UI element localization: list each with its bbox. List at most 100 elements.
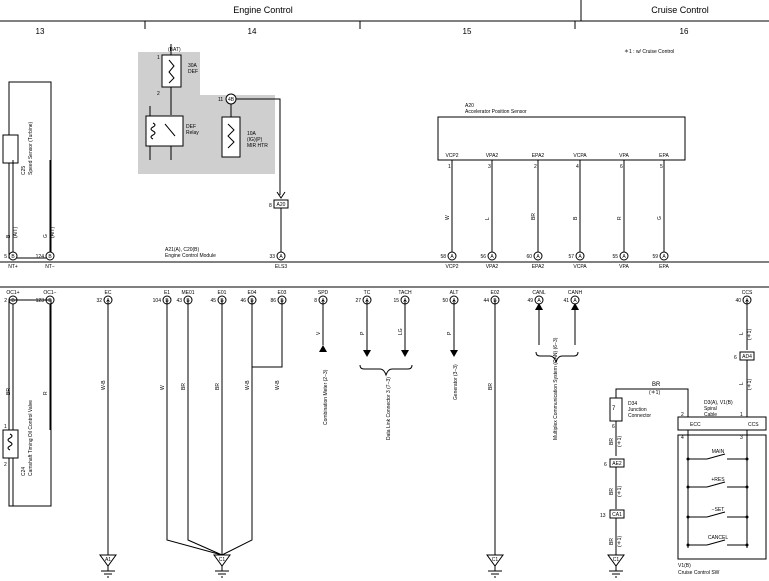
ecm-top-pin-number: 55 <box>612 254 618 260</box>
switch-node <box>745 457 749 461</box>
accelerator-position-sensor <box>437 116 686 161</box>
spiral-pin-a2: 2 <box>681 412 684 418</box>
ca1-pin: 13 <box>600 513 606 519</box>
cruise-br-label: BR <box>652 382 661 388</box>
spiral-pin-b3: 3 <box>740 435 743 441</box>
ref-data-link-connector[interactable]: Data Link Connector 3 (7−3) <box>386 377 392 440</box>
ccs-wire-mark: (＊1) <box>747 329 753 340</box>
ecm-codes: A21(A), C20(B) <box>165 247 200 253</box>
nt-wire-color: B <box>6 234 12 238</box>
fuse-power-source: (BAT) <box>168 47 181 53</box>
ae2-pin: 6 <box>604 462 607 468</box>
spiral-pin-a1: 1 <box>740 412 743 418</box>
ca1-label: CA1 <box>612 512 622 518</box>
column-number-13: 13 <box>36 27 45 36</box>
aps-wire-color: BR <box>531 213 537 220</box>
ref-combination-meter[interactable]: Combination Meter (2−3) <box>323 369 329 425</box>
column-ticks <box>144 0 582 29</box>
switch-node <box>686 485 690 489</box>
ae2-connector <box>609 458 625 468</box>
ecm-bottom-pin-name: CANH <box>568 290 583 296</box>
nt-wire-sub: (A/T) <box>50 227 56 238</box>
mir-fuse-name1: (IG)(P) <box>247 137 263 143</box>
ca1-wire-color: BR <box>609 538 615 545</box>
aps-wire-color: B <box>573 216 579 220</box>
ecm-bottom-pin-name: E02 <box>491 290 500 296</box>
ecm-bottom-wire-color: R <box>43 391 49 395</box>
switch-label: +RES <box>711 477 725 483</box>
ecm-bottom-wire-color: W <box>160 385 166 390</box>
ecm-bottom-pin-number: 86 <box>270 298 276 304</box>
ground-junction-icon <box>213 554 231 567</box>
aps-pin-number: 4 <box>576 164 579 170</box>
ecm-top-pin-name: EPA <box>659 264 669 270</box>
ecm-bottom-wire-color: W-B <box>101 380 107 390</box>
ecm-top-pin-name: VCPA <box>573 264 587 270</box>
d34-wire-mark: (＊1) <box>617 436 623 447</box>
column-number-16: 16 <box>680 27 689 36</box>
ground-junction-icon <box>486 554 504 567</box>
aps-pin-number: 1 <box>448 164 451 170</box>
ecm-bottom-pin-number: 46 <box>240 298 246 304</box>
ecm-bottom-pin-letter: A <box>537 298 541 304</box>
aps-code: A20 <box>465 103 474 109</box>
ecm-bottom-pin-name: OC1− <box>43 290 56 296</box>
ccs-wire-mark2: (＊1) <box>747 379 753 390</box>
mir-fuse-element-icon <box>227 123 235 149</box>
ecm-top-pin-name: VCP2 <box>445 264 458 270</box>
spiral-pin-b4: 4 <box>681 435 684 441</box>
relay-coil-icon <box>150 122 156 140</box>
oil-control-valve <box>2 429 19 459</box>
ecm-bottom-wire-color: BR <box>181 383 187 390</box>
switch-node <box>745 543 749 547</box>
ecm-top-pin <box>619 251 629 261</box>
ecm-bottom-wire-color: LG <box>398 328 404 335</box>
ecm-bottom-wire-color: BR <box>215 383 221 390</box>
section-title-engine-control: Engine Control <box>233 5 293 15</box>
fuse-name: DEF <box>188 69 198 75</box>
cruise-sw-code: V1(B) <box>678 563 691 569</box>
ecm-bottom-pin-number: 44 <box>483 298 489 304</box>
ground-label: C1 <box>613 557 620 563</box>
aps-pin-name: VCP2 <box>445 153 458 159</box>
canl-arrow-icon <box>535 303 543 310</box>
tach-arrow-icon <box>401 350 409 357</box>
cruise-br-sub: (＊1) <box>649 390 660 396</box>
ecm-bottom-pins: OC1+B2BROC1−B123RECA32W-BE1B104WME01B43B… <box>4 290 753 506</box>
cruise-sw-name: Cruise Control SW <box>678 570 720 576</box>
ecm-bottom-pin-number: 49 <box>527 298 533 304</box>
ecm-bottom-pin-name: SPD <box>318 290 329 296</box>
ecm-bottom-pin-letter: A <box>573 298 577 304</box>
ecm-top-pin-letter: A <box>536 254 540 260</box>
canh-arrow-icon <box>571 303 579 310</box>
ecm-bottom-pin-name: TC <box>364 290 371 296</box>
relay-sub: Relay <box>186 130 199 136</box>
section-title-cruise-control: Cruise Control <box>651 5 709 15</box>
ocv-coil-icon <box>7 433 13 451</box>
ae2-wire-color: BR <box>609 488 615 495</box>
cruise-control-note: ＊1 : w/ Cruise Control <box>624 49 674 55</box>
ref-multiplex-communication[interactable]: Multiplex Communication System (CAN) (6−… <box>553 337 559 440</box>
a20-inline-pin: 8 <box>269 203 272 209</box>
ecm-top-pin-letter: B <box>11 254 15 260</box>
ecm-top-pin-letter: A <box>279 254 283 260</box>
ecm-bottom-pin-number: 15 <box>393 298 399 304</box>
ecm-bottom-pin-number: 45 <box>210 298 216 304</box>
switch-contact-icon <box>706 453 726 460</box>
ecm-top-pin-number: 5 <box>4 254 7 260</box>
ecm-top-pin-letter: A <box>578 254 582 260</box>
ecm-top-pin-letter: A <box>490 254 494 260</box>
ecm-bottom-wire-color: P <box>360 331 366 335</box>
aps-pin-number: 3 <box>488 164 491 170</box>
fuse-amperage: 30A <box>188 63 198 69</box>
ecm-label: Engine Control Module <box>165 253 216 259</box>
aps-pin-name: VCPA <box>573 153 587 159</box>
switch-node <box>686 515 690 519</box>
ecm-top-pin-letter: A <box>450 254 454 260</box>
ecm-bottom-wire-color: W-B <box>275 380 281 390</box>
ref-generator[interactable]: Generator (3−3) <box>453 364 459 400</box>
aps-pin-number: 2 <box>534 164 537 170</box>
aps-pin-name: VPA2 <box>486 153 499 159</box>
speed-sensor-label: Speed Sensor (Turbine) <box>28 121 34 175</box>
